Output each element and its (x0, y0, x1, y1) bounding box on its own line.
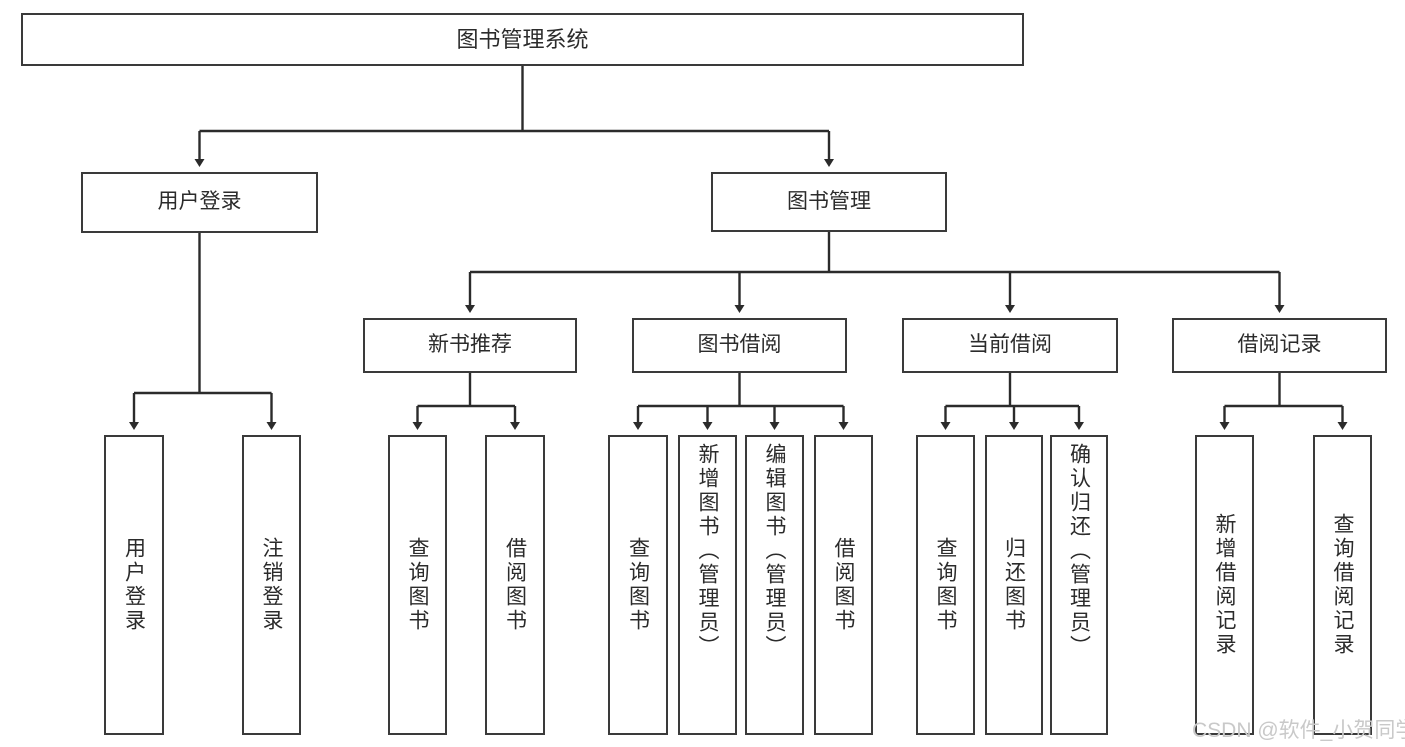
node-book-borrow[interactable]: 图书借阅 (632, 318, 847, 373)
node-leaf-query-book-rec[interactable]: 查询图书 (388, 435, 447, 735)
node-label: 查询图书 (406, 537, 429, 633)
node-label: 用户登录 (122, 537, 146, 633)
node-label: 查询借阅记录 (1331, 513, 1354, 657)
node-label: 用户登录 (157, 190, 242, 214)
node-leaf-return-book[interactable]: 归还图书 (985, 435, 1043, 735)
node-label: 编辑图书（管理员） (763, 443, 786, 659)
node-label: 当前借阅 (968, 333, 1052, 357)
node-label: 借阅图书 (832, 537, 855, 633)
node-label: 图书管理系统 (456, 26, 589, 52)
node-leaf-add-book[interactable]: 新增图书（管理员） (678, 435, 737, 735)
node-label: 查询图书 (626, 537, 650, 633)
node-user-login[interactable]: 用户登录 (81, 172, 318, 233)
node-root[interactable]: 图书管理系统 (21, 13, 1024, 66)
node-label: 注销登录 (260, 537, 283, 633)
node-leaf-confirm-return[interactable]: 确认归还（管理员） (1050, 435, 1108, 735)
node-label: 归还图书 (1002, 537, 1026, 633)
node-leaf-user-login[interactable]: 用户登录 (104, 435, 164, 735)
node-new-book-recommend[interactable]: 新书推荐 (363, 318, 577, 373)
node-leaf-query-book-current[interactable]: 查询图书 (916, 435, 975, 735)
node-current-borrow[interactable]: 当前借阅 (902, 318, 1118, 373)
node-leaf-borrow-book-rec[interactable]: 借阅图书 (485, 435, 545, 735)
node-label: 借阅图书 (503, 537, 527, 633)
node-label: 新增图书（管理员） (696, 443, 719, 659)
node-leaf-logout-login[interactable]: 注销登录 (242, 435, 301, 735)
node-leaf-borrow-book[interactable]: 借阅图书 (814, 435, 873, 735)
node-leaf-query-borrow-record[interactable]: 查询借阅记录 (1313, 435, 1372, 735)
node-label: 图书借阅 (697, 333, 782, 357)
node-label: 新增借阅记录 (1213, 513, 1236, 657)
csdn-watermark: CSDN @软件_小贺同学 (1192, 719, 1405, 742)
node-label: 确认归还（管理员） (1067, 443, 1091, 659)
node-leaf-query-book-borrow[interactable]: 查询图书 (608, 435, 668, 735)
node-label: 图书管理 (787, 189, 871, 213)
node-book-manage[interactable]: 图书管理 (711, 172, 947, 232)
node-leaf-add-borrow-record[interactable]: 新增借阅记录 (1195, 435, 1254, 735)
node-leaf-edit-book[interactable]: 编辑图书（管理员） (745, 435, 804, 735)
node-label: 借阅记录 (1237, 333, 1322, 357)
node-label: 查询图书 (934, 537, 957, 633)
node-borrow-record[interactable]: 借阅记录 (1172, 318, 1387, 373)
node-label: 新书推荐 (428, 333, 512, 357)
